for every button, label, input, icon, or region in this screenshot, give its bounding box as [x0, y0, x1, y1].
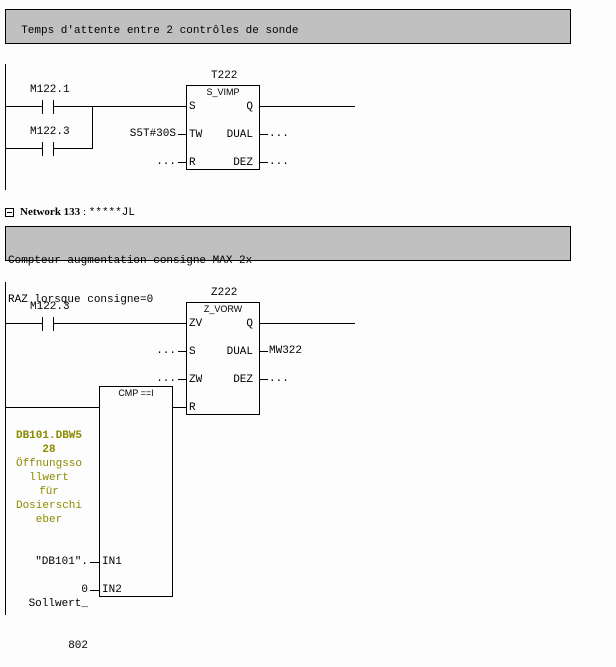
wire [260, 106, 355, 107]
wire [260, 323, 355, 324]
pin-zw: ZW [189, 374, 203, 386]
in1-address-line: DB101.DBW5 [15, 430, 82, 442]
timer-block[interactable]: S_VIMP S TW R Q DUAL DEZ [186, 85, 260, 170]
network-title[interactable]: Network 133 : *****JL [20, 206, 135, 219]
wire [173, 407, 186, 408]
wire [260, 351, 268, 352]
pin-dez: DEZ [233, 374, 253, 386]
comment-line: eber [35, 514, 63, 526]
pin-in1: IN1 [102, 556, 122, 568]
counter-instance-label: Z222 [211, 287, 238, 299]
param-s-value[interactable]: ... [156, 345, 176, 357]
wire [178, 162, 186, 163]
network-comment[interactable]: Compteur augmentation consigne MAX 2x RA… [5, 226, 571, 306]
comment-line: llwert [29, 472, 69, 484]
pin-s: S [189, 101, 196, 113]
network-comment-line: RAZ lorsque consigne=0 [8, 294, 154, 306]
in1-address[interactable]: DB101.DBW5 28 [4, 429, 94, 457]
wire [5, 407, 100, 408]
comment-line: Öffnungsso [15, 458, 82, 470]
wire [260, 162, 268, 163]
collapse-toggle-icon[interactable] [5, 208, 14, 217]
param-dez-value[interactable]: ... [269, 373, 289, 385]
compare-block[interactable]: CMP ==I IN1 IN2 [99, 386, 173, 597]
counter-block[interactable]: Z_VORW ZV S ZW R Q DUAL DEZ [186, 302, 260, 415]
wire [54, 106, 187, 107]
pin-in2: IN2 [102, 584, 122, 596]
pin-dez: DEZ [233, 157, 253, 169]
contact-address-label: M122.1 [30, 84, 70, 96]
network-comment[interactable]: Temps d'attente entre 2 contrôles de son… [5, 9, 571, 44]
normally-open-contact[interactable] [42, 100, 54, 114]
normally-open-contact[interactable] [42, 142, 54, 156]
wire [260, 379, 268, 380]
network-label: Network 133 [20, 206, 81, 218]
wire [54, 148, 92, 149]
compare-type: CMP ==I [118, 388, 154, 398]
in1-symbol-comment: Öffnungsso llwert für Dosierschi eber [4, 457, 94, 527]
network-comment-text: Temps d'attente entre 2 contrôles de son… [21, 25, 299, 37]
param-r-value[interactable]: ... [156, 156, 176, 168]
wire [54, 323, 186, 324]
in2-value[interactable]: 0 [81, 584, 88, 596]
in1-address-line: 28 [42, 444, 56, 456]
pin-zv: ZV [189, 318, 203, 330]
comment-line: Dosierschi [15, 500, 82, 512]
network-separator: : [82, 206, 86, 218]
symbol-line: "DB101". [35, 556, 88, 568]
timer-instance-label: T222 [211, 70, 238, 82]
pin-r: R [189, 157, 196, 169]
in1-symbol[interactable]: "DB101". Sollwert_ 802 [20, 527, 88, 667]
normally-open-contact[interactable] [42, 317, 54, 331]
param-dual-value[interactable]: MW322 [269, 345, 303, 357]
wire [90, 562, 99, 563]
wire [5, 148, 42, 149]
contact-address-label: M122.3 [30, 301, 70, 313]
wire [178, 379, 186, 380]
pin-dual: DUAL [226, 346, 253, 358]
pin-q: Q [246, 101, 253, 113]
param-dual-value[interactable]: ... [269, 128, 289, 140]
wire [5, 323, 42, 324]
timer-type: S_VIMP [206, 87, 240, 97]
param-dez-value[interactable]: ... [269, 156, 289, 168]
param-zw-value[interactable]: ... [156, 373, 176, 385]
wire [178, 134, 186, 135]
counter-type: Z_VORW [203, 304, 243, 314]
pin-q: Q [246, 318, 253, 330]
network-comment-line: Compteur augmentation consigne MAX 2x [8, 255, 253, 267]
parallel-branch-wire [92, 106, 93, 149]
pin-tw: TW [189, 129, 203, 141]
param-tw-value[interactable]: S5T#30S [129, 128, 176, 140]
pin-dual: DUAL [226, 129, 253, 141]
wire [260, 134, 268, 135]
power-rail [5, 64, 6, 190]
power-rail [5, 282, 6, 615]
contact-address-label: M122.3 [30, 126, 70, 138]
network-title-text: *****JL [88, 207, 135, 219]
wire [90, 590, 99, 591]
pin-s: S [189, 346, 196, 358]
comment-line: für [39, 486, 59, 498]
wire [5, 106, 42, 107]
symbol-line: 802 [68, 640, 88, 652]
symbol-line: Sollwert_ [28, 598, 88, 610]
wire [178, 351, 186, 352]
pin-r: R [189, 402, 196, 414]
